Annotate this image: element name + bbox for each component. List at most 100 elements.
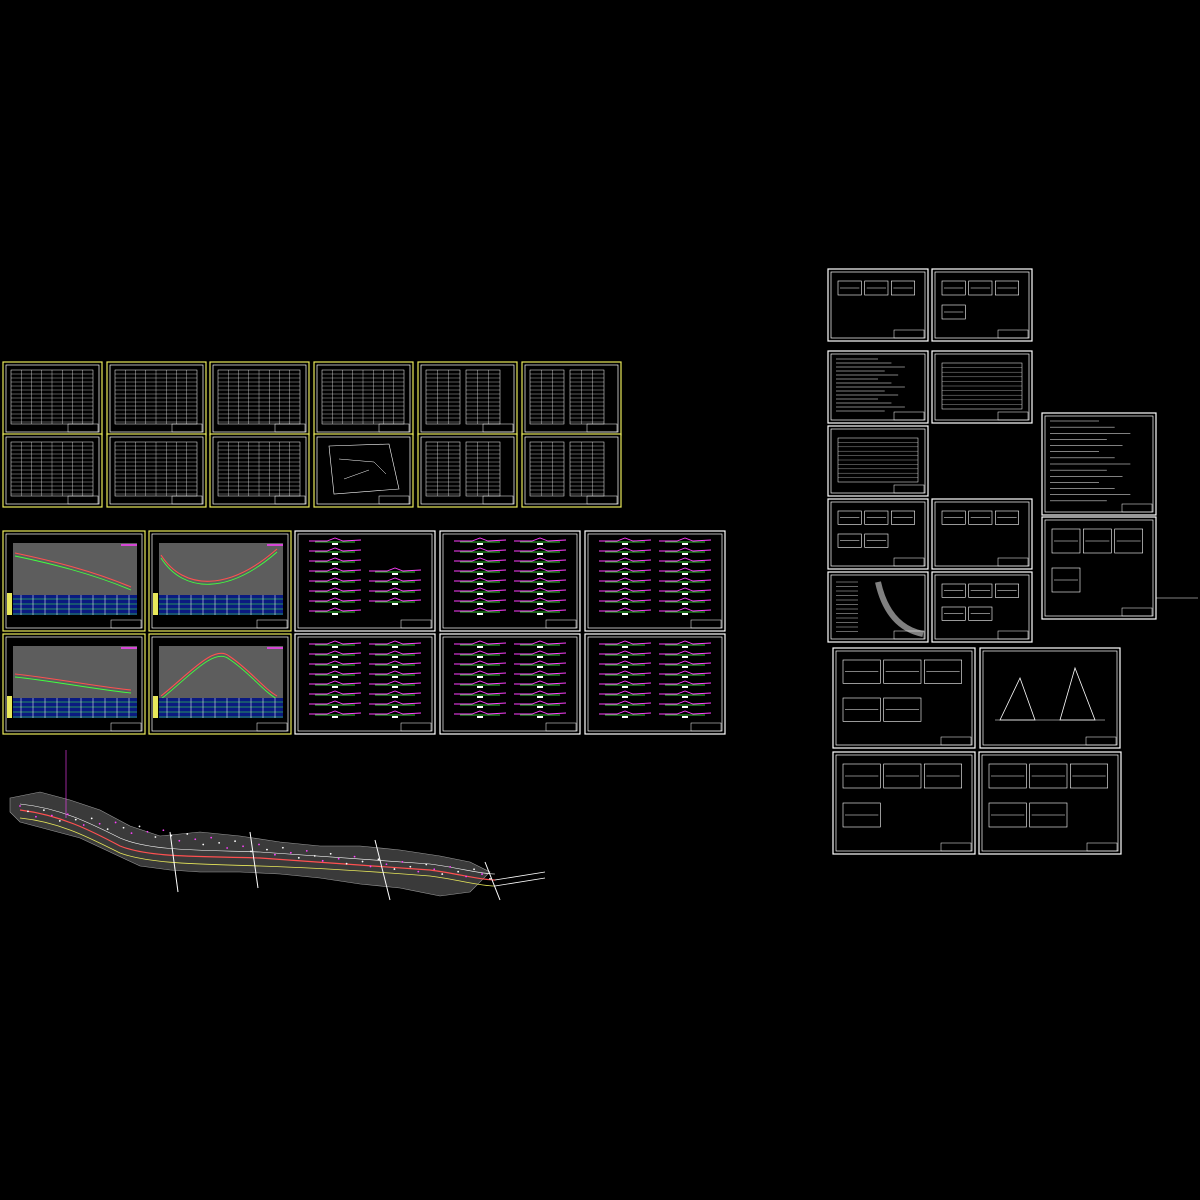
cross-section-ground (369, 690, 422, 695)
detail-drawing (842, 763, 881, 789)
cross-section-ground (599, 680, 652, 685)
cross-section-ground (514, 597, 567, 602)
detail-drawing (837, 510, 862, 525)
detail-drawing (1029, 802, 1068, 828)
title-block (940, 842, 972, 852)
title-block (400, 722, 432, 732)
cross-section-label (392, 583, 398, 585)
detail-drawing (924, 659, 962, 684)
sheet-inner-frame (835, 754, 973, 852)
sheet-inner-frame (420, 436, 515, 505)
cross-section-ground (309, 597, 362, 602)
cross-road-1 (169, 831, 179, 893)
detail-drawing (1070, 763, 1108, 789)
cross-section-ground (659, 690, 712, 695)
detail-drawing (1083, 528, 1112, 554)
detail-sheets-group (827, 268, 1198, 855)
sheet-inner-frame (830, 428, 926, 494)
road-marker (114, 821, 117, 824)
detail-drawing (941, 606, 966, 621)
cross-section-label (477, 706, 483, 708)
cross-road-2 (249, 831, 259, 889)
profile-grid-area (13, 543, 137, 595)
table-sheet (417, 433, 518, 508)
table-sheet (209, 433, 310, 508)
sheet-inner-frame (442, 636, 578, 732)
detail-sheet (827, 350, 929, 424)
cross-section-ground (454, 660, 507, 665)
detail-sheet (827, 268, 929, 342)
road-marker (154, 836, 157, 838)
title-block (545, 722, 577, 732)
cross-section-ground (514, 607, 567, 612)
table-sheet (2, 361, 103, 436)
profile-data-band (159, 595, 283, 615)
cross-section-ground (369, 670, 422, 675)
profile-data-band (159, 698, 283, 718)
title-block (997, 329, 1029, 339)
sheet-inner-frame (151, 636, 289, 732)
detail-drawing (941, 583, 966, 598)
cross-section-label (477, 686, 483, 688)
sheet-inner-frame (524, 436, 619, 505)
ground-line (160, 551, 278, 585)
road-marker (274, 853, 276, 856)
cross-section-ground (599, 700, 652, 705)
profile-sheet (148, 530, 292, 632)
cross-section-ground (599, 537, 652, 542)
cross-section-label (537, 583, 543, 585)
table-grid (425, 441, 461, 497)
cross-section-ground (599, 670, 652, 675)
cross-section-sheet (439, 530, 581, 632)
cross-section-sheet (294, 530, 436, 632)
cross-section-label (332, 583, 338, 585)
cross-section-ground (454, 640, 507, 645)
road-marker (441, 873, 444, 875)
road-marker (106, 828, 109, 831)
profile-data-band (13, 698, 137, 718)
table-sheet (2, 433, 103, 508)
road-marker (433, 868, 436, 871)
table-sheet (106, 433, 207, 508)
cross-section-ground (514, 537, 567, 542)
profile-grid-area (159, 543, 283, 595)
elevation-ruler (153, 696, 158, 718)
title-block (997, 630, 1029, 640)
cross-section-label (332, 563, 338, 565)
sheet-inner-frame (1044, 519, 1154, 617)
cross-section-label (332, 573, 338, 575)
road-marker (234, 840, 236, 843)
cross-section-label (477, 543, 483, 545)
road-marker (130, 832, 133, 835)
cross-section-label (477, 593, 483, 595)
cross-section-label (477, 676, 483, 678)
cross-section-ground (514, 557, 567, 562)
cross-section-label (332, 686, 338, 688)
cross-section-label (392, 656, 398, 658)
cross-section-label (682, 543, 688, 545)
road-marker (98, 822, 101, 825)
cross-section-label (332, 603, 338, 605)
road-marker (42, 809, 45, 812)
cross-section-ground (599, 557, 652, 562)
detail-drawing (842, 697, 881, 722)
sheet-inner-frame (934, 271, 1030, 339)
title-block (1121, 607, 1153, 617)
road-marker (329, 852, 332, 855)
cross-section-ground (309, 670, 362, 675)
cross-section-label (622, 666, 628, 668)
cross-section-label (537, 613, 543, 615)
cross-section-ground (659, 537, 712, 542)
title-block (110, 722, 142, 732)
ground-line (14, 555, 132, 591)
cross-section-label (332, 553, 338, 555)
table-sheet (521, 361, 622, 436)
road-marker (385, 863, 388, 866)
cross-section-ground (454, 557, 507, 562)
location-map (328, 443, 400, 495)
cross-section-label (332, 593, 338, 595)
sheet-inner-frame (442, 533, 578, 629)
sheet-inner-frame (587, 636, 723, 732)
cross-section-ground (309, 587, 362, 592)
